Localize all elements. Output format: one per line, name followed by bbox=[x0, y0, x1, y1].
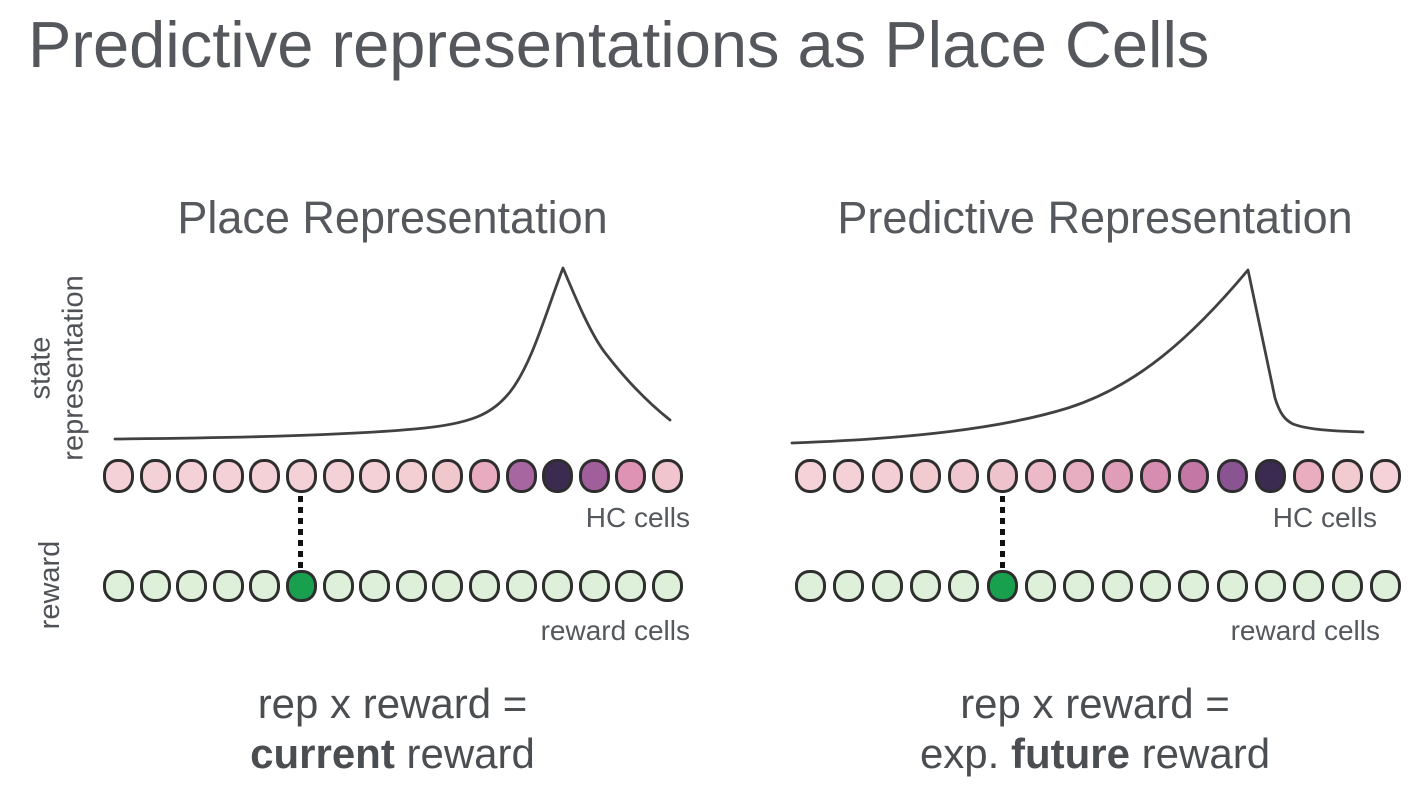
hc-cell bbox=[505, 459, 537, 493]
hc-cell bbox=[542, 459, 574, 493]
hc-cell bbox=[615, 459, 647, 493]
reward-cell bbox=[103, 570, 134, 602]
hc-cell bbox=[795, 459, 826, 493]
reward-cell bbox=[359, 570, 391, 602]
reward-cell bbox=[1293, 570, 1325, 602]
reward-cells-row-predictive bbox=[795, 570, 1401, 602]
reward-cell bbox=[1139, 570, 1171, 602]
hc-cell bbox=[1331, 459, 1363, 493]
reward-cell bbox=[1024, 570, 1056, 602]
reward-cell bbox=[1063, 570, 1095, 602]
hc-cell bbox=[651, 459, 683, 493]
hc-cells-row-predictive bbox=[795, 459, 1401, 493]
equation-place-line2-post: reward bbox=[394, 730, 535, 777]
hc-cell bbox=[322, 459, 354, 493]
reward-cell bbox=[322, 570, 354, 602]
hc-cell bbox=[212, 459, 244, 493]
reward-cell bbox=[795, 570, 826, 602]
reward-cell bbox=[1331, 570, 1363, 602]
reward-cell bbox=[468, 570, 500, 602]
panel-title-place: Place Representation bbox=[177, 192, 608, 243]
hc-cell bbox=[909, 459, 941, 493]
hc-cell bbox=[1101, 459, 1133, 493]
hc-cell bbox=[1216, 459, 1248, 493]
hc-cell bbox=[359, 459, 391, 493]
reward-cell bbox=[139, 570, 171, 602]
reward-cell bbox=[285, 570, 317, 602]
equation-predictive-line1: rep x reward = bbox=[960, 680, 1230, 727]
reward-cell bbox=[833, 570, 865, 602]
reward-cell bbox=[1178, 570, 1210, 602]
reward-cell bbox=[578, 570, 610, 602]
hc-cell bbox=[1369, 459, 1401, 493]
hc-cell bbox=[833, 459, 865, 493]
hc-cell bbox=[1139, 459, 1171, 493]
equation-predictive: rep x reward = exp. future reward bbox=[785, 679, 1405, 779]
reward-location-dotted-line-predictive bbox=[1000, 496, 1005, 604]
equation-place: rep x reward = current reward bbox=[100, 679, 685, 779]
hc-cell bbox=[285, 459, 317, 493]
hc-cells-row-place bbox=[103, 459, 683, 493]
reward-cell bbox=[986, 570, 1018, 602]
reward-cell bbox=[909, 570, 941, 602]
hc-cell bbox=[395, 459, 427, 493]
hc-cell bbox=[578, 459, 610, 493]
slide-title: Predictive representations as Place Cell… bbox=[28, 8, 1210, 81]
reward-cell bbox=[505, 570, 537, 602]
reward-location-dotted-line-place bbox=[298, 496, 303, 604]
reward-cell bbox=[249, 570, 281, 602]
reward-cell bbox=[212, 570, 244, 602]
hc-cells-label-place: HC cells bbox=[585, 502, 690, 533]
reward-cell bbox=[948, 570, 980, 602]
hc-cell bbox=[1024, 459, 1056, 493]
hc-cell bbox=[871, 459, 903, 493]
reward-cell bbox=[395, 570, 427, 602]
reward-cell bbox=[432, 570, 464, 602]
predictive-activation-curve bbox=[790, 268, 1365, 445]
reward-cell bbox=[176, 570, 208, 602]
equation-predictive-line2-post: reward bbox=[1130, 730, 1271, 777]
hc-cell bbox=[1178, 459, 1210, 493]
hc-cells-label-predictive: HC cells bbox=[1272, 502, 1377, 533]
reward-cell bbox=[1254, 570, 1286, 602]
reward-cell bbox=[615, 570, 647, 602]
y-axis-label-state-representation: state representation bbox=[24, 275, 90, 461]
equation-predictive-line2-pre: exp. bbox=[919, 730, 1011, 777]
y-axis-label-reward: reward bbox=[34, 540, 66, 630]
reward-cells-label-place: reward cells bbox=[540, 615, 690, 646]
hc-cell bbox=[1063, 459, 1095, 493]
place-activation-curve bbox=[113, 266, 672, 441]
hc-cell bbox=[432, 459, 464, 493]
equation-place-line2-bold: current bbox=[250, 730, 395, 777]
panel-title-predictive: Predictive Representation bbox=[837, 192, 1353, 243]
reward-cell bbox=[871, 570, 903, 602]
hc-cell bbox=[249, 459, 281, 493]
hc-cell bbox=[1254, 459, 1286, 493]
equation-predictive-line2: exp. future reward bbox=[785, 729, 1405, 779]
hc-cell bbox=[139, 459, 171, 493]
equation-predictive-line2-bold: future bbox=[1011, 730, 1130, 777]
reward-cell bbox=[651, 570, 683, 602]
hc-cell bbox=[468, 459, 500, 493]
reward-cell bbox=[1101, 570, 1133, 602]
hc-cell bbox=[1293, 459, 1325, 493]
hc-cell bbox=[176, 459, 208, 493]
reward-cell bbox=[1216, 570, 1248, 602]
reward-cell bbox=[542, 570, 574, 602]
reward-cells-row-place bbox=[103, 570, 683, 602]
reward-cell bbox=[1369, 570, 1401, 602]
equation-place-line2: current reward bbox=[100, 729, 685, 779]
reward-cells-label-predictive: reward cells bbox=[1230, 615, 1380, 646]
hc-cell bbox=[948, 459, 980, 493]
hc-cell bbox=[103, 459, 134, 493]
equation-place-line1: rep x reward = bbox=[257, 680, 528, 727]
hc-cell bbox=[986, 459, 1018, 493]
